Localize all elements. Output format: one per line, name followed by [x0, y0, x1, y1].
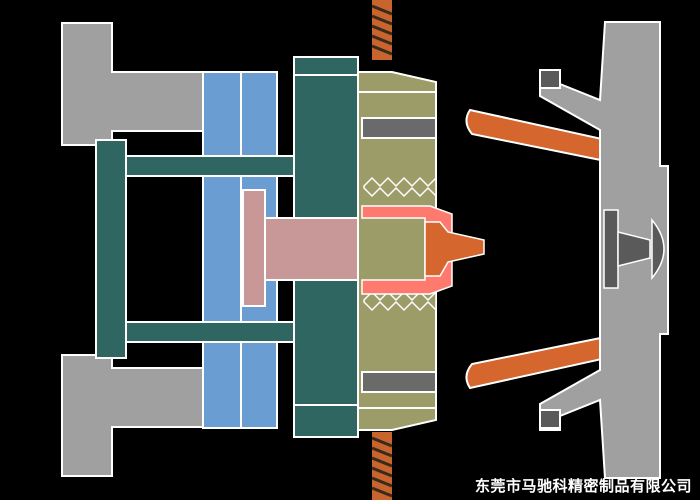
right-slide-insert-bottom	[539, 409, 561, 429]
cavity-plate	[357, 71, 437, 431]
top-screw-thread	[371, 0, 393, 60]
injection-nozzle	[424, 221, 485, 277]
bottom-screw-thread	[371, 432, 393, 500]
thread-teeth-top	[363, 176, 437, 198]
bottom-left-clamp-plate	[61, 354, 204, 477]
top-cavity-insert	[361, 117, 437, 139]
company-caption: 东莞市马驰科精密制品有限公司	[474, 477, 692, 495]
right-slide-insert-top	[539, 69, 561, 89]
sprue-bushing	[603, 209, 665, 289]
bottom-cavity-insert	[361, 371, 437, 393]
top-left-clamp-plate	[61, 22, 204, 146]
